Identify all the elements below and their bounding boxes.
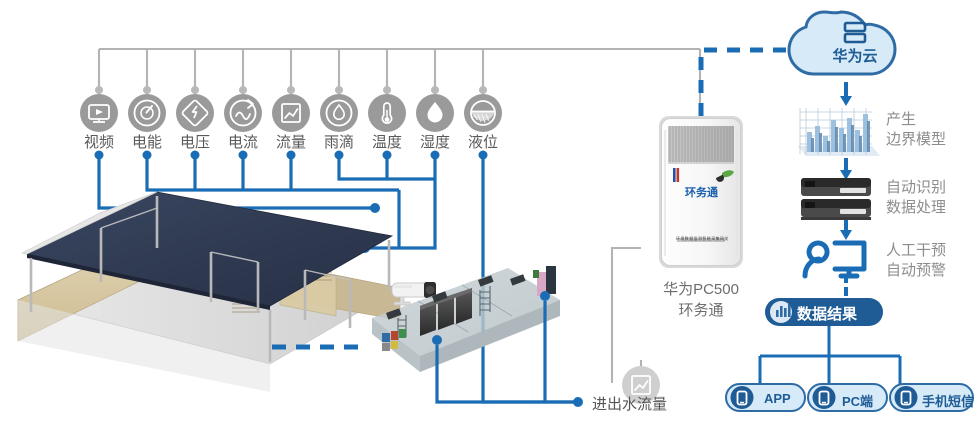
gateway-caption-line1: 华为PC500	[663, 281, 739, 298]
livestock-barn-3d	[16, 191, 402, 392]
sensor-blue-dots	[94, 150, 488, 160]
sensor-label-humidity: 湿度	[419, 134, 450, 151]
sensor-label-power: 电能	[131, 134, 162, 151]
channel-label-app: APP	[764, 391, 791, 406]
sensor-label-voltage: 电压	[179, 134, 210, 151]
sensor-icon-video	[80, 94, 118, 132]
server-rack-icon	[801, 178, 871, 220]
sensor-label-temperature: 温度	[371, 134, 402, 151]
pipeline-arrow-3	[840, 218, 852, 240]
gateway-brand-label: 环务通	[685, 187, 718, 199]
sensor-icon-liquid-level	[464, 94, 502, 132]
pipeline-3-line2: 自动预警	[886, 262, 947, 279]
gateway-gray-link	[610, 246, 641, 383]
sensor-label-raindrop: 雨滴	[323, 134, 354, 151]
huawei-cloud-shape	[787, 10, 897, 76]
channel-pill-pc[interactable]	[807, 383, 888, 412]
sensor-label-video: 视频	[83, 134, 114, 151]
operator-monitor-icon	[802, 240, 867, 279]
results-badge-label: 数据结果	[797, 306, 858, 323]
sensor-icon-flow	[272, 94, 310, 132]
pipeline-1-line1: 产生	[886, 111, 917, 128]
gateway-caption-line2: 环务通	[678, 302, 724, 319]
bar-chart-3d-icon	[798, 108, 880, 156]
sensor-label-liquidlevel: 液位	[467, 134, 498, 151]
server-icon	[843, 21, 867, 44]
gateway-device-pc500	[659, 116, 743, 268]
channel-label-pc: PC端	[842, 394, 874, 409]
sensor-icon-raindrop	[320, 94, 358, 132]
pipeline-arrow-2	[840, 158, 852, 180]
pipeline-arrow-1	[840, 82, 852, 106]
sensor-bus-gray-dots	[95, 86, 487, 94]
cloud-label: 华为云	[832, 48, 878, 65]
equipment-room-3d	[372, 266, 560, 372]
results-tree-lines	[758, 326, 902, 384]
sensor-label-flow: 流量	[275, 134, 306, 151]
pipeline-1-line2: 边界模型	[886, 131, 947, 148]
sensor-icon-voltage	[176, 94, 214, 132]
pipeline-2-line1: 自动识别	[886, 179, 947, 196]
pipeline-3-line1: 人工干预	[886, 242, 947, 259]
leaf-mark-icon	[716, 170, 734, 182]
gateway-sub-brand-label: 环境数据监测智能采集网关	[676, 236, 729, 241]
security-camera-icon	[391, 282, 436, 306]
sensor-icon-current	[224, 94, 262, 132]
sensor-icon-humidity	[416, 94, 454, 132]
water-flow-label: 进出水流量	[592, 396, 668, 413]
results-badge[interactable]	[765, 298, 883, 326]
channel-pill-sms[interactable]	[889, 383, 974, 412]
sensor-icon-temperature	[368, 94, 406, 132]
sensor-icon-power	[128, 94, 166, 132]
pipeline-2-line2: 数据处理	[886, 199, 947, 216]
gateway-cloud-dashed-link	[698, 47, 812, 116]
sensor-icon-group	[80, 94, 502, 132]
channel-pill-app[interactable]	[725, 383, 806, 412]
bar-chart-icon	[776, 304, 791, 317]
water-flow-link	[435, 301, 578, 404]
sensor-label-current: 电流	[227, 134, 258, 151]
channel-label-sms: 手机短信	[922, 394, 975, 409]
water-flow-icon	[622, 366, 660, 404]
